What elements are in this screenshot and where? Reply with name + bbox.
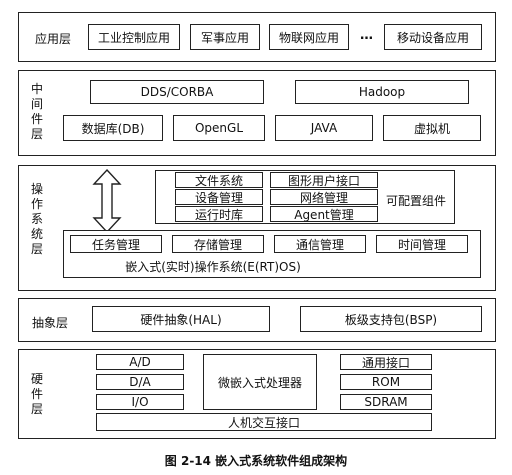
hw-io: I/O — [96, 394, 184, 410]
figure-caption: 图 2-14 嵌入式系统软件组成架构 — [164, 454, 348, 468]
rtos-label: 嵌入式(实时)操作系统(E(RT)OS) — [125, 259, 301, 274]
comp-network-management: 网络管理 — [270, 189, 378, 205]
comp-agent-management: Agent管理 — [270, 206, 378, 222]
mw-opengl: OpenGL — [173, 115, 265, 141]
app-iot: 物联网应用 — [269, 24, 349, 50]
comp-runtime-library: 运行时库 — [175, 206, 263, 222]
kernel-task-management: 任务管理 — [70, 235, 162, 253]
hal-box: 硬件抽象(HAL) — [92, 306, 270, 332]
kernel-time-management: 时间管理 — [376, 235, 468, 253]
mw-java: JAVA — [275, 115, 373, 141]
abstraction-layer-label: 抽象层 — [32, 316, 69, 330]
comp-file-system: 文件系统 — [175, 172, 263, 188]
kernel-communication-management: 通信管理 — [274, 235, 366, 253]
bsp-box: 板级支持包(BSP) — [300, 306, 482, 332]
app-military: 军事应用 — [190, 24, 260, 50]
app-mobile-device: 移动设备应用 — [384, 24, 482, 50]
mw-hadoop: Hadoop — [295, 80, 469, 104]
mw-database: 数据库(DB) — [63, 115, 163, 141]
hw-da: D/A — [96, 374, 184, 390]
app-ellipsis: … — [360, 28, 373, 43]
hw-hmi: 人机交互接口 — [96, 413, 432, 431]
middleware-layer-label: 中间件层 — [30, 82, 43, 141]
hw-sdram: SDRAM — [340, 394, 432, 410]
double-arrow-icon — [92, 168, 122, 234]
hardware-layer-label: 硬件层 — [30, 372, 43, 416]
comp-device-management: 设备管理 — [175, 189, 263, 205]
hw-processor: 微嵌入式处理器 — [203, 354, 317, 410]
mw-dds-corba: DDS/CORBA — [90, 80, 264, 104]
hw-rom: ROM — [340, 374, 432, 390]
application-layer-label: 应用层 — [35, 32, 72, 46]
os-layer-label: 操作系统层 — [30, 182, 43, 256]
configurable-components-label: 可配置组件 — [386, 194, 447, 208]
hw-general-interface: 通用接口 — [340, 354, 432, 370]
mw-virtual-machine: 虚拟机 — [383, 115, 481, 141]
kernel-memory-management: 存储管理 — [172, 235, 264, 253]
hw-ad: A/D — [96, 354, 184, 370]
app-industrial-control: 工业控制应用 — [88, 24, 180, 50]
comp-gui: 图形用户接口 — [270, 172, 378, 188]
